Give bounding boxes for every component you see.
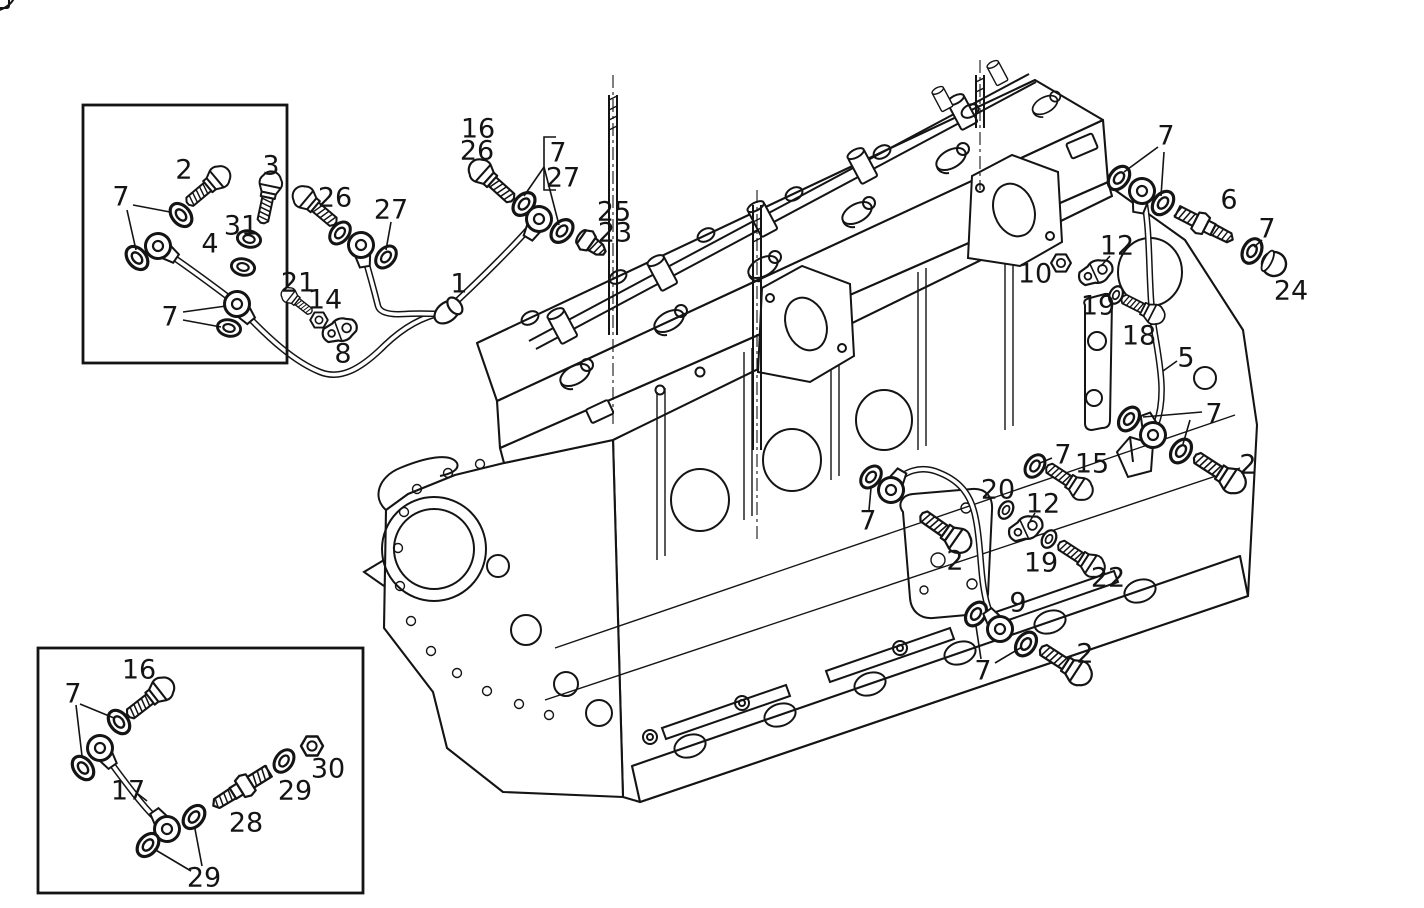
leader-line	[75, 704, 83, 757]
inset-boxes-layer	[36, 103, 365, 895]
callout-label-17: 17	[111, 776, 145, 807]
callout-label-12: 12	[1100, 231, 1134, 262]
leader-line	[1123, 146, 1159, 173]
part-washer-icon	[228, 255, 258, 279]
leader-line	[79, 703, 115, 719]
part-nut-icon	[1050, 253, 1072, 273]
callout-label-10: 10	[1018, 259, 1052, 290]
callout-label-29: 29	[187, 863, 221, 894]
callout-label-20: 20	[981, 475, 1015, 506]
callout-label-2: 2	[1076, 639, 1093, 670]
callout-label-7: 7	[974, 656, 991, 687]
leader-line	[1160, 151, 1165, 197]
callout-label-9: 9	[1009, 588, 1026, 619]
callout-label-24: 24	[1274, 276, 1308, 307]
callout-label-7: 7	[161, 302, 178, 333]
callout-label-27: 27	[374, 195, 408, 226]
leader-line	[1029, 512, 1036, 522]
callout-label-19: 19	[1024, 548, 1058, 579]
callout-label-7: 7	[64, 679, 81, 710]
callout-label-7: 7	[549, 138, 566, 169]
leader-line	[1253, 239, 1263, 248]
callout-label-7: 7	[859, 506, 876, 537]
callout-label-5: 5	[1177, 343, 1194, 374]
leader-line	[182, 305, 227, 313]
callout-label-4: 4	[201, 229, 218, 260]
leader-line	[1142, 411, 1203, 418]
leader-lines-layer	[75, 136, 1263, 872]
callout-label-8: 8	[334, 339, 351, 370]
callout-label-7: 7	[112, 182, 129, 213]
leader-line	[1039, 457, 1053, 464]
callout-label-26: 26	[460, 136, 494, 167]
callout-label-31: 31	[224, 211, 258, 242]
leader-line	[153, 848, 192, 872]
leader-line	[182, 319, 222, 328]
leader-line	[1162, 360, 1178, 372]
callout-label-25: 25	[597, 197, 631, 228]
callout-label-16: 16	[461, 114, 495, 145]
leader-line	[126, 209, 137, 251]
leader-line	[543, 166, 560, 226]
leader-line	[385, 221, 392, 251]
callout-label-16: 16	[122, 655, 156, 686]
callout-label-30: 30	[311, 754, 345, 785]
head-stud	[608, 75, 985, 450]
callout-label-6: 6	[1220, 185, 1237, 216]
callout-label-7: 7	[1054, 440, 1071, 471]
callout-label-3: 3	[262, 151, 279, 182]
callout-label-2: 2	[946, 546, 963, 577]
callout-label-18: 18	[1122, 321, 1156, 352]
callout-label-26: 26	[318, 183, 352, 214]
part-washer-icon	[214, 316, 244, 340]
pipe-8-branch	[358, 244, 447, 318]
callout-label-23: 23	[598, 218, 632, 249]
part-washer-icon	[268, 744, 300, 778]
leader-line	[523, 166, 545, 197]
leader-line	[132, 204, 171, 213]
callout-bracket	[543, 136, 556, 191]
callout-label-2: 2	[175, 155, 192, 186]
part-washer-icon	[177, 799, 211, 835]
leader-line	[975, 625, 982, 660]
inset-box-2	[36, 646, 365, 895]
leader-line	[1182, 419, 1191, 445]
callout-label-1: 1	[450, 269, 467, 300]
leader-line	[994, 646, 1023, 664]
callout-label-28: 28	[229, 808, 263, 839]
callout-label-22: 22	[1091, 563, 1125, 594]
callout-label-7: 7	[1258, 214, 1275, 245]
callout-label-7: 7	[1157, 121, 1174, 152]
leader-line	[194, 828, 203, 867]
leader-line	[868, 487, 872, 511]
leader-line	[137, 793, 148, 802]
callout-label-7: 7	[1205, 399, 1222, 430]
callout-label-27: 27	[546, 163, 580, 194]
callout-label-15: 15	[1075, 449, 1109, 480]
part-banjo-icon	[345, 229, 379, 271]
inset-box-1	[81, 103, 289, 365]
leader-line	[1100, 255, 1111, 267]
callout-label-14: 14	[308, 285, 342, 316]
callout-label-21: 21	[281, 268, 315, 299]
callout-label-2: 2	[1239, 450, 1256, 481]
callout-label-19: 19	[1081, 291, 1115, 322]
engine-block-drawing	[0, 0, 1259, 804]
callout-label-29: 29	[278, 776, 312, 807]
callout-label-12: 12	[1026, 489, 1060, 520]
